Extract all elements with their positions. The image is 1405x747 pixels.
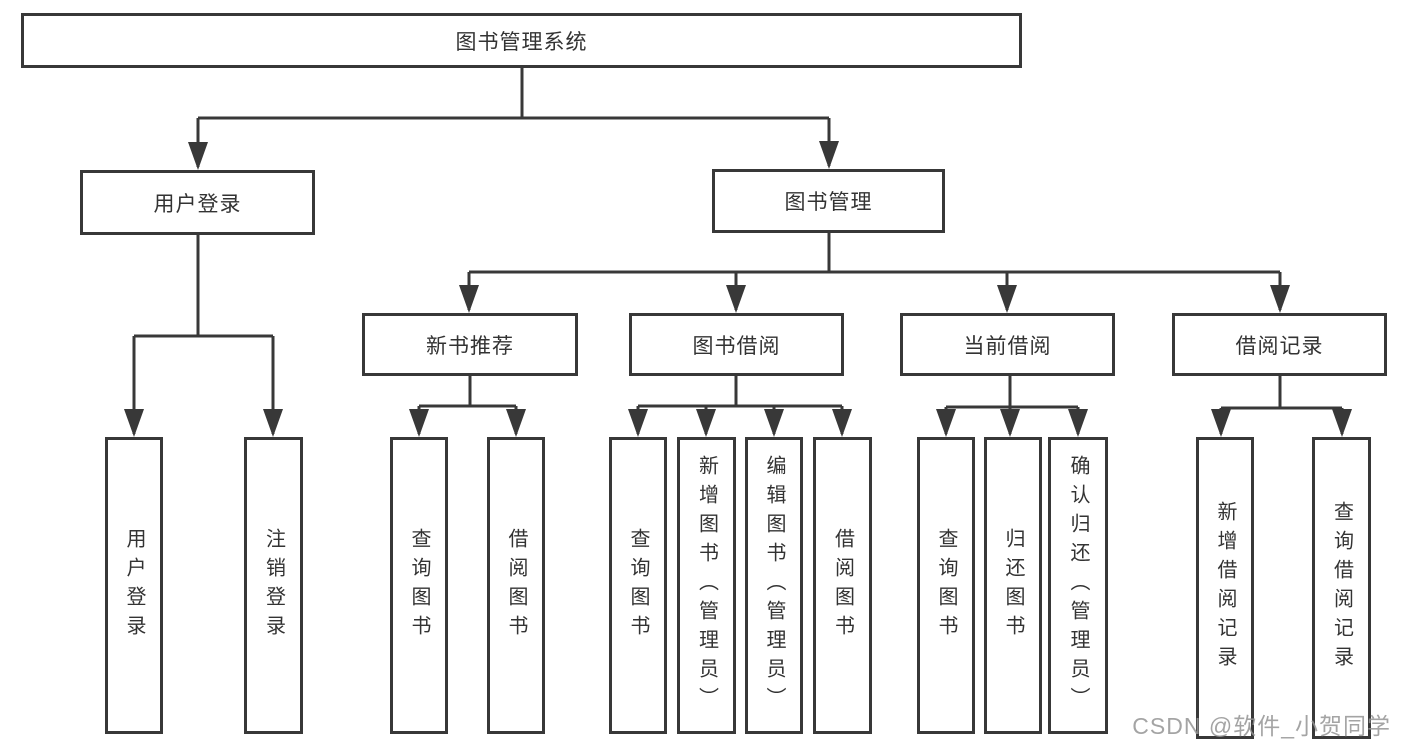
node-user-login: 用户登录	[80, 170, 315, 235]
leaf-edit-book-admin-label: 编辑图书（管理员）	[763, 455, 785, 716]
leaf-query-books-current-label: 查询图书	[935, 527, 957, 644]
leaf-query-borrow-record-label: 查询借阅记录	[1330, 501, 1353, 675]
leaf-return-book: 归还图书	[984, 437, 1042, 734]
leaf-add-borrow-record: 新增借阅记录	[1196, 437, 1254, 739]
leaf-query-books-borrow-label: 查询图书	[627, 527, 649, 644]
leaf-user-login: 用户登录	[105, 437, 163, 734]
watermark: CSDN @软件_小贺同学	[1132, 713, 1391, 739]
leaf-logout: 注销登录	[244, 437, 303, 734]
leaf-add-borrow-record-label: 新增借阅记录	[1214, 501, 1236, 675]
leaf-borrow-books-borrow: 借阅图书	[813, 437, 872, 734]
leaf-borrow-books-recommend: 借阅图书	[487, 437, 545, 734]
leaf-query-books-recommend: 查询图书	[390, 437, 448, 734]
leaf-add-book-admin: 新增图书（管理员）	[677, 437, 736, 734]
node-new-book-recommend: 新书推荐	[362, 313, 578, 376]
node-book-management: 图书管理	[712, 169, 945, 233]
leaf-confirm-return-admin-label: 确认归还（管理员）	[1067, 455, 1089, 716]
leaf-query-borrow-record: 查询借阅记录	[1312, 437, 1371, 739]
leaf-borrow-books-borrow-label: 借阅图书	[831, 527, 854, 644]
node-borrow-records: 借阅记录	[1172, 313, 1387, 376]
leaf-query-books-recommend-label: 查询图书	[408, 527, 430, 644]
node-root-library-system: 图书管理系统	[21, 13, 1022, 68]
node-current-borrow: 当前借阅	[900, 313, 1115, 376]
leaf-logout-label: 注销登录	[262, 527, 285, 644]
leaf-return-book-label: 归还图书	[1002, 527, 1024, 644]
node-book-borrow: 图书借阅	[629, 313, 844, 376]
leaf-user-login-label: 用户登录	[123, 527, 145, 644]
leaf-query-books-current: 查询图书	[917, 437, 975, 734]
leaf-edit-book-admin: 编辑图书（管理员）	[745, 437, 803, 734]
leaf-add-book-admin-label: 新增图书（管理员）	[695, 455, 718, 716]
leaf-borrow-books-recommend-label: 借阅图书	[505, 527, 527, 644]
leaf-confirm-return-admin: 确认归还（管理员）	[1048, 437, 1108, 734]
leaf-query-books-borrow: 查询图书	[609, 437, 667, 734]
